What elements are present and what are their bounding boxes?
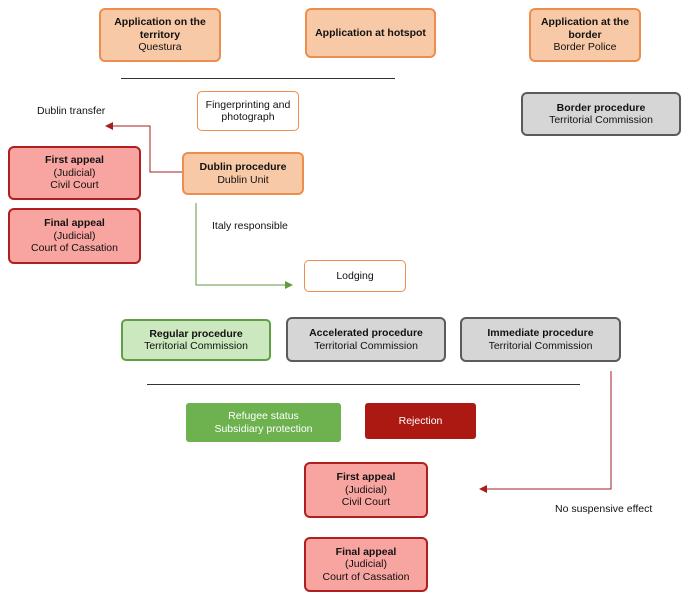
italy-responsible-arrow xyxy=(195,203,293,289)
immediate-procedure-sub: Territorial Commission xyxy=(488,339,593,352)
dublin-transfer-arrow xyxy=(105,122,182,173)
final-appeal-line3: Court of Cassation xyxy=(322,570,410,583)
application-hotspot-title: Application at hotspot xyxy=(315,26,426,39)
final-appeal-title: Final appeal xyxy=(335,545,397,558)
fingerprinting-text: Fingerprinting and photograph xyxy=(205,98,291,124)
refugee-status-line2: Subsidiary protection xyxy=(214,422,313,435)
first-appeal-line2: (Judicial) xyxy=(344,483,387,496)
top-divider-line xyxy=(121,78,395,79)
final-appeal-box: Final appeal (Judicial) Court of Cassati… xyxy=(304,537,428,592)
dublin-final-appeal-box: Final appeal (Judicial) Court of Cassati… xyxy=(8,208,141,264)
dublin-transfer-label: Dublin transfer xyxy=(37,105,106,117)
italy-responsible-label: Italy responsible xyxy=(212,220,288,232)
application-hotspot-box: Application at hotspot xyxy=(305,8,436,58)
border-procedure-sub: Territorial Commission xyxy=(549,114,653,126)
no-suspensive-effect-arrow xyxy=(479,371,612,493)
rejection-box: Rejection xyxy=(365,403,476,439)
regular-procedure-box: Regular procedure Territorial Commission xyxy=(121,319,271,361)
application-territory-sub: Questura xyxy=(138,41,182,54)
accelerated-procedure-sub: Territorial Commission xyxy=(314,339,418,352)
dublin-final-appeal-line3: Court of Cassation xyxy=(31,242,118,255)
dublin-procedure-title: Dublin procedure xyxy=(199,161,287,173)
rejection-text: Rejection xyxy=(398,414,443,427)
immediate-procedure-title: Immediate procedure xyxy=(487,327,594,339)
regular-procedure-title: Regular procedure xyxy=(149,327,243,340)
accelerated-procedure-box: Accelerated procedure Territorial Commis… xyxy=(286,317,446,362)
border-procedure-title: Border procedure xyxy=(556,101,646,114)
lodging-text: Lodging xyxy=(336,269,374,282)
dublin-procedure-box: Dublin procedure Dublin Unit xyxy=(182,152,304,195)
regular-procedure-sub: Territorial Commission xyxy=(144,340,248,352)
refugee-status-box: Refugee status Subsidiary protection xyxy=(186,403,341,442)
accelerated-procedure-title: Accelerated procedure xyxy=(309,327,423,339)
dublin-first-appeal-line2: (Judicial) xyxy=(53,166,96,179)
refugee-status-line1: Refugee status xyxy=(228,410,299,422)
dublin-first-appeal-line3: Civil Court xyxy=(50,179,99,192)
fingerprinting-box: Fingerprinting and photograph xyxy=(197,91,299,131)
dublin-first-appeal-box: First appeal (Judicial) Civil Court xyxy=(8,146,141,200)
immediate-procedure-box: Immediate procedure Territorial Commissi… xyxy=(460,317,621,362)
application-territory-box: Application on the territory Questura xyxy=(99,8,221,62)
application-border-sub: Border Police xyxy=(553,41,617,54)
dublin-procedure-sub: Dublin Unit xyxy=(217,173,269,186)
dublin-first-appeal-title: First appeal xyxy=(45,154,104,167)
application-border-box: Application at the border Border Police xyxy=(529,8,641,62)
first-appeal-title: First appeal xyxy=(336,471,396,484)
middle-divider-line xyxy=(147,384,580,385)
dublin-final-appeal-line2: (Judicial) xyxy=(53,229,96,242)
border-procedure-box: Border procedure Territorial Commission xyxy=(521,92,681,136)
application-territory-title: Application on the territory xyxy=(114,16,206,41)
first-appeal-box: First appeal (Judicial) Civil Court xyxy=(304,462,428,518)
no-suspensive-effect-label: No suspensive effect xyxy=(555,503,653,515)
application-border-title: Application at the border xyxy=(540,16,630,41)
lodging-box: Lodging xyxy=(304,260,406,292)
dublin-final-appeal-title: Final appeal xyxy=(44,217,105,230)
final-appeal-line2: (Judicial) xyxy=(344,558,387,571)
first-appeal-line3: Civil Court xyxy=(341,496,391,509)
